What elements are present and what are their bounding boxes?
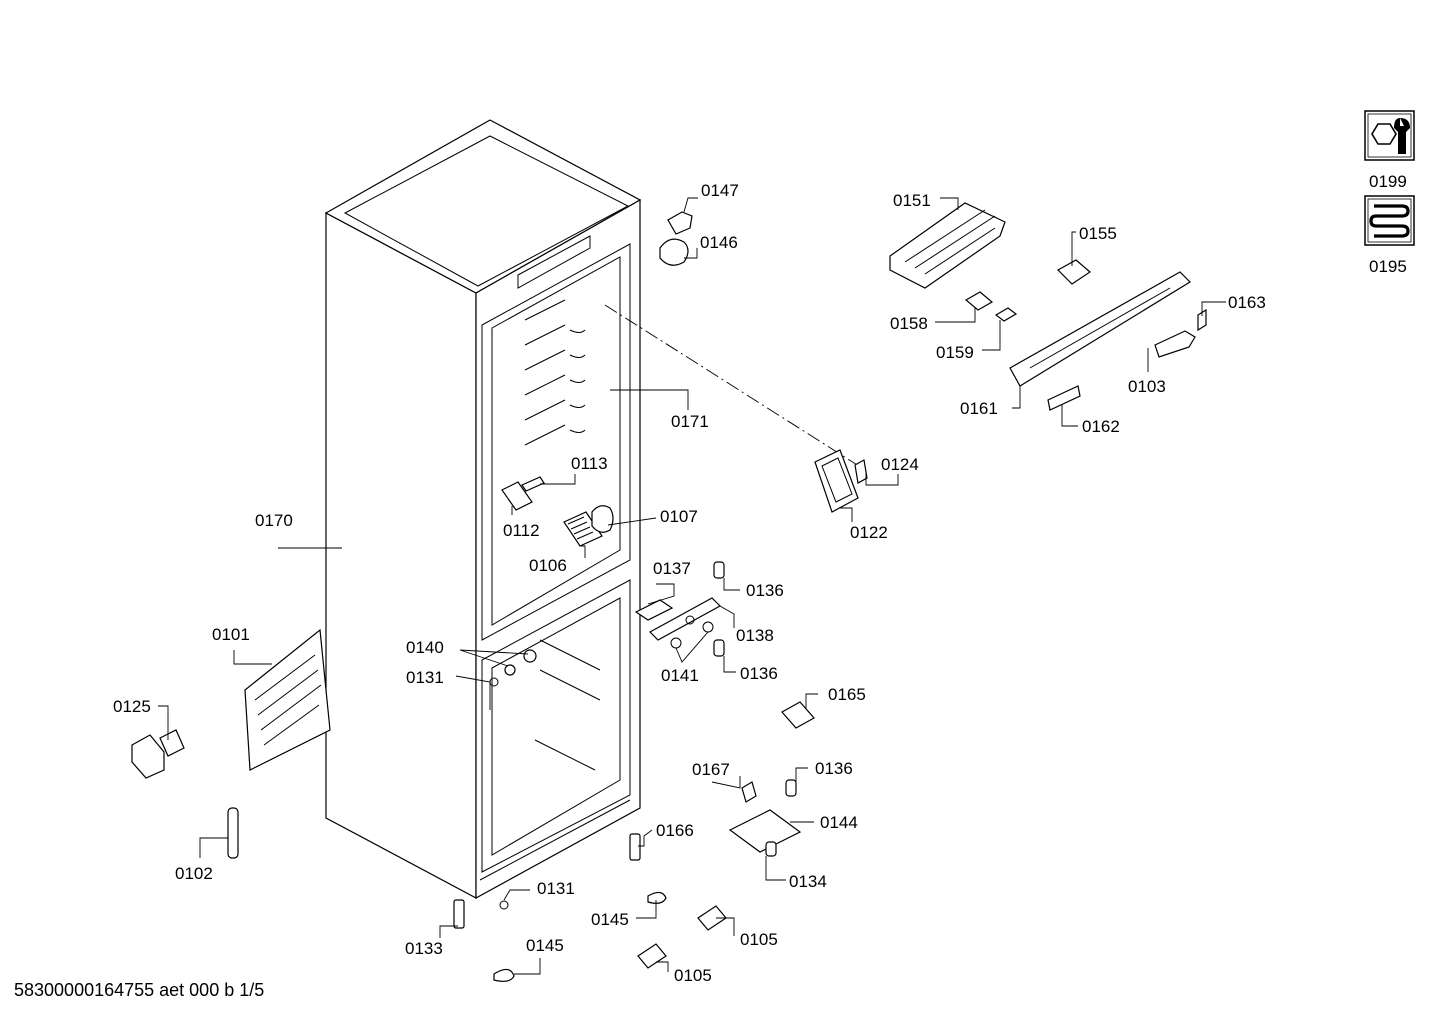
label-0134: 0134 — [789, 872, 827, 891]
part-0163-glyph — [1197, 308, 1207, 332]
label-0163: 0163 — [1228, 293, 1266, 312]
part-0162-glyph — [1047, 385, 1081, 411]
part-0140-glyph — [504, 649, 537, 676]
label-0131-b: 0131 — [537, 879, 575, 898]
part-0124-glyph — [854, 459, 868, 484]
part-0122-glyph — [814, 449, 859, 513]
part-0112-glyph — [501, 481, 533, 511]
wrench-nut-icon — [1364, 110, 1415, 161]
part-0165-glyph — [781, 701, 815, 729]
label-0145-b: 0145 — [526, 936, 564, 955]
label-0144: 0144 — [820, 813, 858, 832]
label-0136-c: 0136 — [815, 759, 853, 778]
label-0136-b: 0136 — [740, 664, 778, 683]
part-0106-glyph — [563, 511, 603, 547]
label-0141: 0141 — [661, 666, 699, 685]
part-0101-glyph — [244, 628, 331, 771]
part-0151-glyph — [889, 202, 1006, 289]
heating-coil-icon — [1364, 195, 1415, 246]
part-0107-glyph — [591, 505, 614, 533]
label-0159: 0159 — [936, 343, 974, 362]
label-0146: 0146 — [700, 233, 738, 252]
label-0102: 0102 — [175, 864, 213, 883]
part-0159-glyph — [994, 307, 1018, 322]
label-0105-a: 0105 — [740, 930, 778, 949]
label-0167: 0167 — [692, 760, 730, 779]
label-0103: 0103 — [1128, 377, 1166, 396]
part-0166-glyph — [629, 833, 641, 861]
part-0145-b-glyph — [493, 968, 515, 982]
label-0107: 0107 — [660, 507, 698, 526]
label-0125: 0125 — [113, 697, 151, 716]
label-0136-a: 0136 — [746, 581, 784, 600]
part-0113-glyph — [521, 476, 545, 492]
label-0145-a: 0145 — [591, 910, 629, 929]
part-0136-c-glyph — [785, 779, 797, 797]
label-0140: 0140 — [406, 638, 444, 657]
part-0102-glyph — [227, 807, 239, 859]
part-labels: 0147 0146 0151 0155 0158 0159 0163 0103 … — [113, 181, 1266, 985]
label-0105-b: 0105 — [674, 966, 712, 985]
part-0131-b-glyph — [499, 900, 509, 910]
label-0112: 0112 — [503, 521, 540, 540]
part-0125-glyph — [131, 729, 185, 779]
part-0136-a-glyph — [713, 561, 725, 579]
label-0113: 0113 — [571, 454, 608, 473]
part-0105-b-glyph — [637, 943, 667, 969]
leader-lines — [158, 197, 1226, 975]
cabinet-body — [324, 119, 642, 900]
label-0161: 0161 — [960, 399, 998, 418]
document-id-footer: 58300000164755 aet 000 b 1/5 — [14, 980, 265, 1000]
label-0171: 0171 — [671, 412, 709, 431]
label-0166: 0166 — [656, 821, 694, 840]
label-0137: 0137 — [653, 559, 691, 578]
part-0167-glyph — [741, 781, 757, 803]
part-0144-glyph — [728, 809, 802, 857]
label-0124: 0124 — [881, 455, 919, 474]
label-0138: 0138 — [736, 626, 774, 645]
part-0158-glyph — [964, 291, 994, 311]
part-0161-glyph — [1009, 271, 1191, 387]
label-0170: 0170 — [255, 511, 293, 530]
part-0155-glyph — [1057, 259, 1091, 285]
label-0151: 0151 — [893, 191, 931, 210]
part-0136-b-glyph — [713, 639, 725, 657]
label-0158: 0158 — [890, 314, 928, 333]
part-0137-glyph — [634, 599, 674, 621]
label-0122: 0122 — [850, 523, 888, 542]
icon-code-0199: 0199 — [1369, 172, 1407, 191]
label-0147: 0147 — [701, 181, 739, 200]
part-0147-glyph — [667, 211, 693, 235]
label-0101: 0101 — [212, 625, 250, 644]
label-0106: 0106 — [529, 556, 567, 575]
part-0145-a-glyph — [647, 891, 667, 904]
part-0146-glyph — [659, 238, 689, 266]
icon-code-0195: 0195 — [1369, 257, 1407, 276]
label-0131-a: 0131 — [406, 668, 444, 687]
part-0103-glyph — [1154, 330, 1196, 358]
label-0155: 0155 — [1079, 224, 1117, 243]
part-0133-glyph — [453, 899, 465, 929]
label-0133: 0133 — [405, 939, 443, 958]
label-0165: 0165 — [828, 685, 866, 704]
label-0162: 0162 — [1082, 417, 1120, 436]
